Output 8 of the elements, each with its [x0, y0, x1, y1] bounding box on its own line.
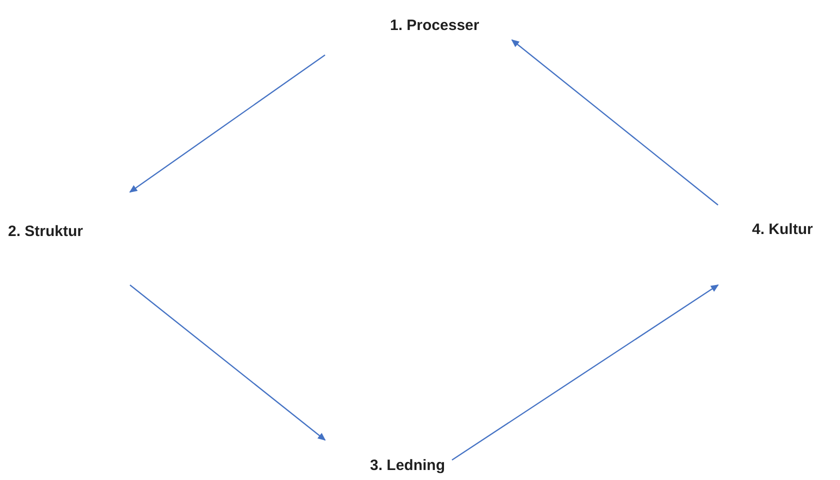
node-label: 3. Ledning [370, 457, 445, 475]
arrow [130, 284, 326, 441]
arrow [452, 284, 719, 460]
node-label: 1. Processer [390, 17, 480, 35]
node-label: 2. Struktur [8, 223, 84, 241]
node-label: 4. Kultur [752, 221, 813, 239]
arrow [511, 39, 718, 206]
arrow [129, 54, 326, 193]
